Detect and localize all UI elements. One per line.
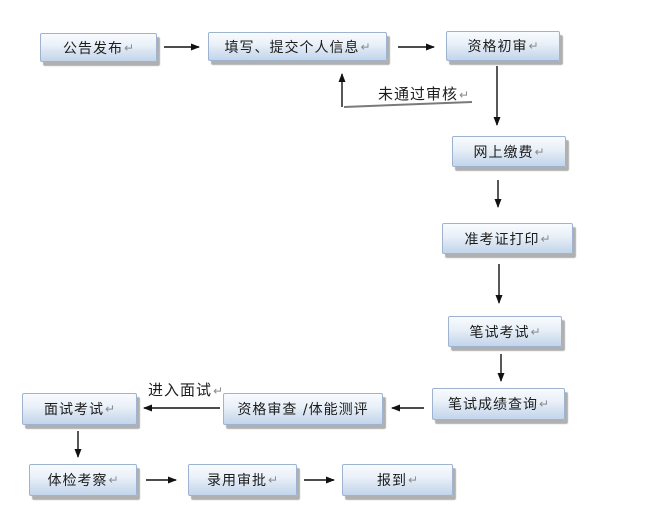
flow-node-online-payment: 网上缴费↵ — [452, 136, 566, 167]
flow-node-admission-ticket-print: 准考证打印↵ — [442, 223, 573, 254]
paragraph-return-mark-icon: ↵ — [528, 39, 539, 53]
flow-node-label: 资格审查 /体能测评 — [237, 402, 369, 418]
paragraph-return-mark-icon: ↵ — [213, 384, 224, 398]
flow-edge-label-enter-interview: 进入面试↵ — [148, 379, 223, 400]
flow-node-label: 公告发布 — [62, 40, 123, 57]
flow-node-label: 录用审批 — [206, 473, 267, 489]
flow-node-label: 网上缴费 — [473, 144, 534, 161]
flow-node-label: 报到 — [376, 473, 407, 489]
flow-node-qualification-physical-test: 资格审查 /体能测评 — [223, 393, 383, 425]
paragraph-return-mark-icon: ↵ — [104, 402, 116, 416]
flow-node-employment-approval: 录用审批↵ — [188, 464, 297, 496]
paragraph-return-mark-icon: ↵ — [540, 231, 551, 246]
flow-node-label: 资格初审 — [467, 39, 528, 55]
flow-node-label: 准考证打印 — [464, 231, 540, 248]
flow-node-written-score-query: 笔试成绩查询↵ — [432, 388, 565, 420]
flow-node-label: 体检考察 — [47, 473, 108, 489]
flow-edge-label-text: 未通过审核 — [378, 85, 459, 103]
flow-node-announcement: 公告发布↵ — [40, 33, 157, 62]
paragraph-return-mark-icon: ↵ — [530, 324, 541, 339]
flow-node-label: 笔试成绩查询 — [447, 397, 538, 413]
flow-node-physical-examination: 体检考察↵ — [29, 464, 137, 496]
paragraph-return-mark-icon: ↵ — [360, 39, 371, 54]
flow-node-fill-submit-info: 填写、提交个人信息↵ — [208, 32, 387, 61]
flow-node-label: 笔试考试 — [469, 324, 530, 341]
flow-node-label: 面试考试 — [43, 402, 104, 418]
flow-node-initial-qualification-review: 资格初审↵ — [446, 31, 560, 61]
paragraph-return-mark-icon: ↵ — [534, 144, 545, 159]
paragraph-return-mark-icon: ↵ — [459, 88, 470, 102]
flow-node-written-exam: 笔试考试↵ — [448, 316, 562, 347]
paragraph-return-mark-icon: ↵ — [407, 473, 419, 487]
paragraph-return-mark-icon: ↵ — [108, 473, 119, 487]
flow-node-label: 填写、提交个人信息 — [224, 39, 360, 56]
flow-edge-label-fail-review: 未通过审核↵ — [378, 83, 469, 104]
paragraph-return-mark-icon: ↵ — [538, 397, 550, 411]
flow-node-interview-exam: 面试考试↵ — [22, 393, 137, 425]
flow-edge-label-text: 进入面试 — [148, 381, 213, 399]
paragraph-return-mark-icon: ↵ — [123, 40, 135, 55]
paragraph-return-mark-icon: ↵ — [267, 473, 279, 487]
flow-node-report-for-duty: 报到↵ — [342, 464, 453, 496]
